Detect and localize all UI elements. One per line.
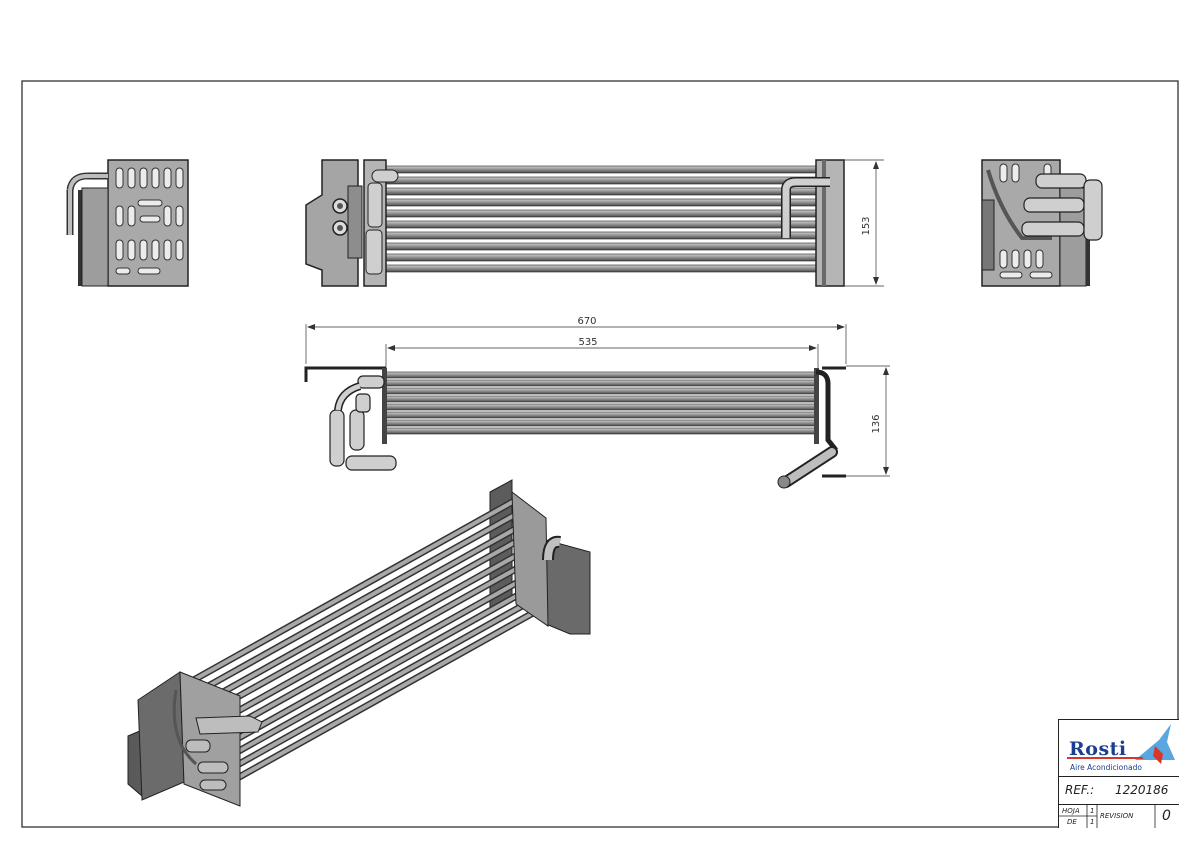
brand-name: Rosti: [1069, 738, 1127, 760]
reference-row: REF.: 1220186: [1059, 777, 1179, 805]
title-block: Rosti Aire Acondicionado REF.: 1220186 H…: [1058, 719, 1179, 828]
hoja-value: 1: [1090, 807, 1095, 815]
brand-logo-mark: [1067, 724, 1175, 764]
de-label: DE: [1067, 818, 1077, 826]
dimension-670: 670: [577, 316, 596, 327]
sheet-border: [21, 80, 1179, 828]
ref-label: REF.:: [1065, 783, 1095, 797]
dimension-153: 153: [861, 216, 872, 235]
de-value: 1: [1090, 818, 1095, 826]
brand-subtitle: Aire Acondicionado: [1070, 763, 1142, 772]
isometric-view: [127, 479, 591, 807]
sheet-info-row: HOJA 1 DE 1 REVISION 0: [1059, 805, 1179, 828]
right-side-view: [981, 159, 1103, 287]
revision-value: 0: [1162, 808, 1171, 824]
brand-logo: Rosti Aire Acondicionado: [1059, 720, 1179, 777]
front-view: 153: [305, 159, 884, 287]
left-side-view: [66, 159, 189, 287]
ref-value: 1220186: [1115, 783, 1169, 797]
top-view: 670 535: [304, 316, 890, 489]
dimension-535: 535: [578, 337, 597, 348]
title-block-grid: [1059, 805, 1156, 828]
dimension-136: 136: [871, 414, 882, 433]
revision-label: REVISION: [1100, 812, 1134, 820]
hoja-label: HOJA: [1062, 807, 1080, 815]
